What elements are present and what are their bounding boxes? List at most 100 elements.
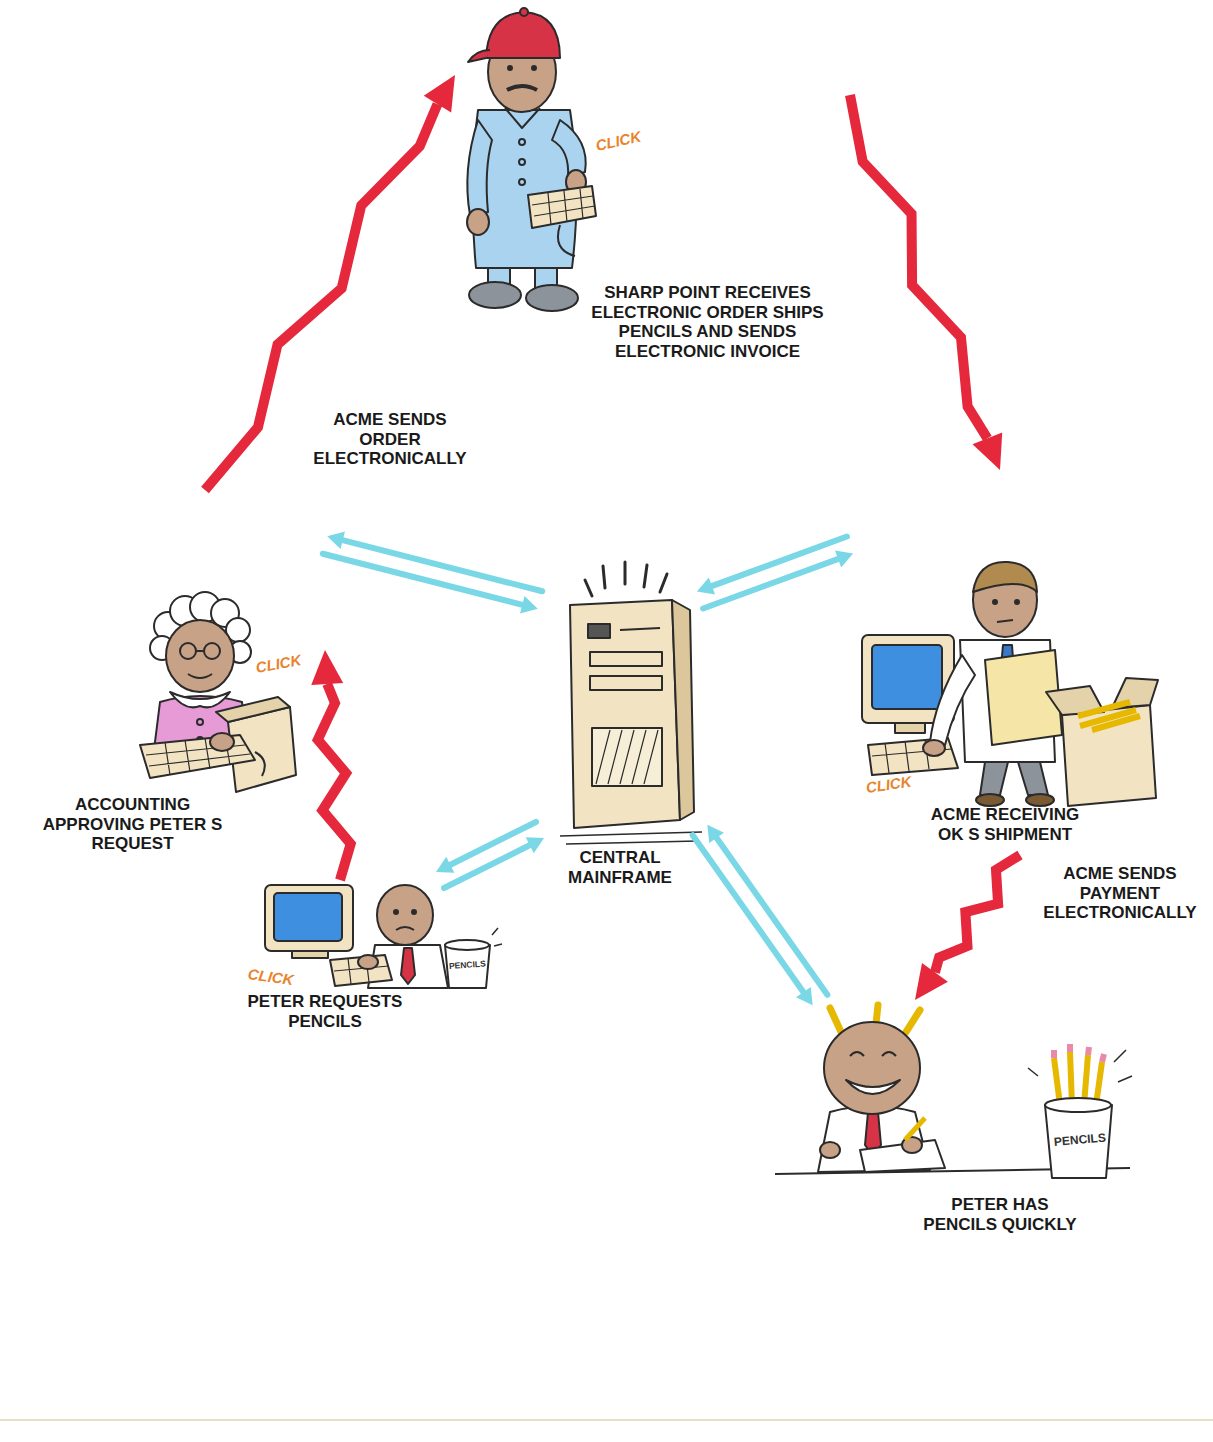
click-sound: CLICK [865,774,913,797]
accounting-clerk-part [140,735,255,778]
supplier-worker-part [519,179,525,185]
caption: ACME RECEIVING OK S SHIPMENT [920,805,1090,852]
accounting-clerk-part [196,650,204,652]
happy-peter-part [1028,1050,1132,1082]
data-link-arrow [436,822,544,888]
happy-peter-part [846,1080,900,1094]
happy-peter-part [824,1022,920,1114]
lightning-arrow-body [318,684,351,880]
mainframe-node: CENTRAL MAINFRAME [540,560,700,898]
mainframe-computer-part [588,624,610,638]
arrow-head [520,596,538,613]
data-link-line [444,844,533,888]
supplier-worker-part [467,120,492,215]
edge-label: ACME SENDS ORDER ELECTRONICALLY [308,408,473,471]
mainframe-computer-part [590,652,662,666]
arrow-head [311,650,343,685]
mainframe-computer-part [672,600,694,820]
happy-peter-part [1045,1098,1111,1112]
peter-at-desk-part [492,928,502,946]
page-rule [0,1419,1213,1421]
peter-at-desk-part [292,951,328,958]
receiving-clerk-part [980,762,1008,795]
click-sound: CLICK [247,966,295,989]
peter-at-desk-part [412,910,416,914]
accounting-clerk-part [216,697,290,722]
click-sound: CLICK [594,129,642,155]
arrow-head [835,551,853,568]
data-link-arrow [693,825,828,1005]
data-link-line [709,537,847,588]
receiving-clerk-part [997,620,1013,622]
happy-peter-part [1045,1105,1112,1178]
peter-at-desk-part [401,948,415,984]
supplier-worker-part [528,186,596,228]
accounting-clerk-part [166,620,234,692]
mainframe-computer [560,562,702,844]
accounting-clerk-part [255,752,265,776]
supplier-worker-part [486,12,560,58]
peter-at-desk [265,885,502,988]
receiving-clerk-part [976,794,1004,806]
data-link-arrow [323,532,542,614]
arrow-head [424,75,455,112]
mainframe-computer-part [596,730,658,784]
receiving-clerk-part [993,600,997,604]
supplier-worker-part [520,8,528,16]
supplier-worker-part [507,86,537,90]
accounting-clerk-part [210,733,234,751]
receiving-clerk-part [1015,600,1019,604]
receiving-clerk-part [872,740,952,773]
peter-at-desk-part [445,945,490,988]
mainframe-computer-part [570,600,680,828]
peter-at-desk-part [394,910,398,914]
receiving-clerk-part [930,655,975,745]
supplier-worker-part [532,189,595,225]
accounting-clerk-part [180,643,196,659]
caption: SHARP POINT RECEIVES ELECTRONIC ORDER SH… [565,283,850,369]
peter-at-desk-part [330,955,392,986]
supplier-worker-part [469,282,521,308]
lightning-arrow [311,650,350,880]
data-link-line [447,822,536,866]
data-link-arrow [697,537,853,609]
mainframe-computer-part [620,628,660,630]
supplier-worker-part [558,225,575,256]
cup-lettering: PENCILS [449,959,486,971]
happy-peter-part [820,1142,840,1158]
supplier-worker-part [468,50,490,62]
receiving-clerk-part [1026,794,1054,806]
arrow-head [697,578,715,595]
receiving-clerk-part [973,562,1037,592]
accounting-clerk [140,592,296,792]
data-link-line [693,835,806,995]
happy-peter-part [850,1052,896,1056]
station-node: SHARP POINT RECEIVES ELECTRONIC ORDER SH… [455,5,850,372]
happy-peter-part [905,1118,925,1140]
accounting-clerk-part [170,692,230,707]
receiving-clerk [862,562,1158,806]
supplier-worker-part [508,66,512,70]
click-sound: CLICK [255,652,303,676]
arrow-head [973,432,1003,470]
arrow-head [526,837,544,853]
supplier-worker-part [467,209,489,235]
station-node: PETER HAS PENCILS QUICKLY [765,1000,1135,1245]
caption: PETER REQUESTS PENCILS [240,992,410,1039]
mainframe-computer-part [590,676,662,690]
peter-at-desk-part [445,940,489,950]
data-link-line [715,835,828,995]
supplier-worker-part [519,159,525,165]
peter-at-desk-part [274,893,342,941]
peter-at-desk-part [265,885,353,951]
arrow-head [436,857,454,873]
mainframe-computer-part [560,832,702,844]
caption: CENTRAL MAINFRAME [545,848,695,895]
receiving-clerk-part [1078,702,1140,730]
edge-label: ACME SENDS PAYMENT ELECTRONICALLY [1038,862,1203,925]
accounting-clerk-part [204,643,220,659]
supplier-worker-part [519,139,525,145]
data-link-line [323,554,526,606]
peter-at-desk-part [377,885,433,945]
